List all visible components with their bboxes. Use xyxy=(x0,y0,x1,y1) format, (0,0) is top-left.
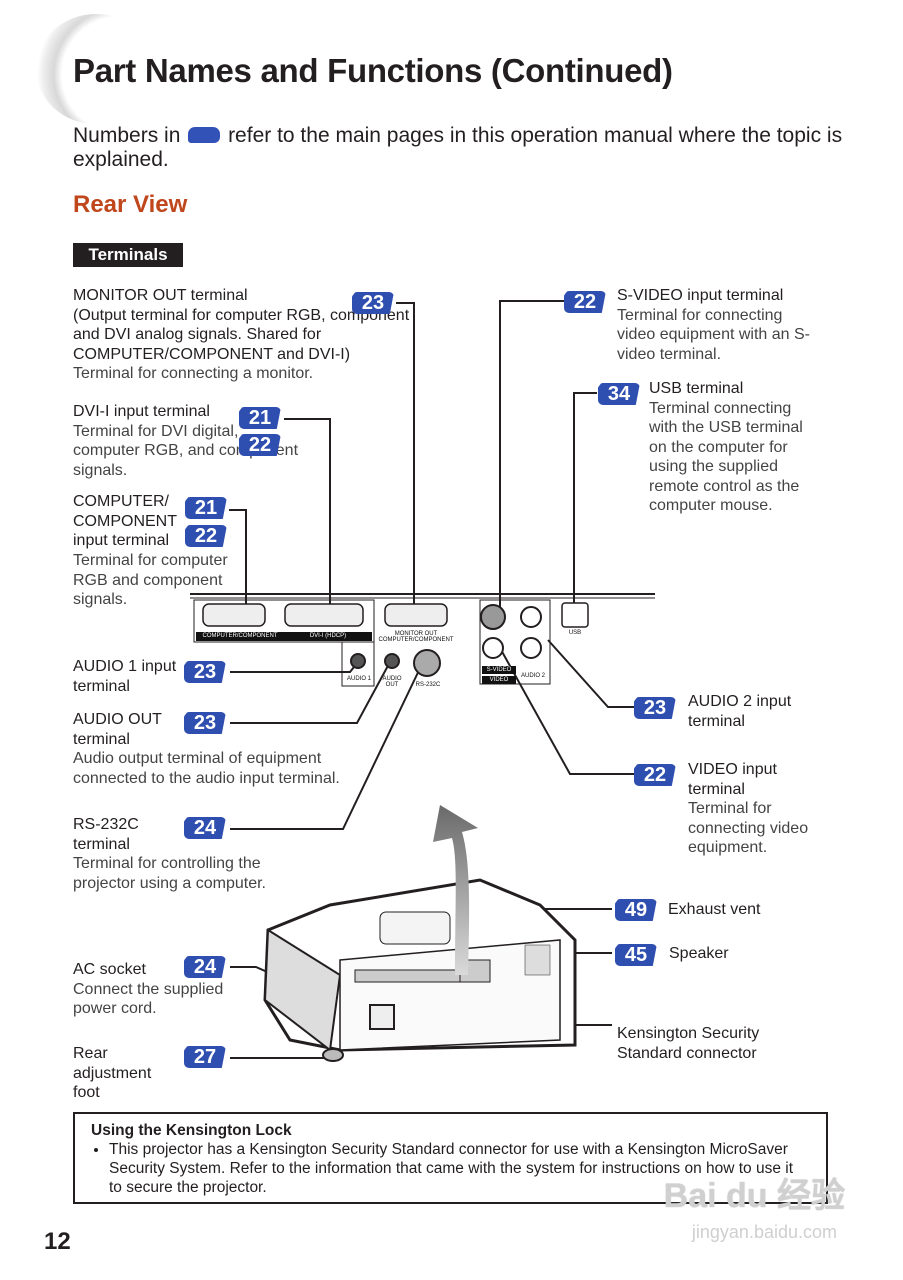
panel-label-audio2: AUDIO 2 xyxy=(520,673,545,679)
callout-name: MONITOR OUT terminal xyxy=(73,287,248,304)
callout-name: COMPUTER/ COMPONENT input terminal xyxy=(73,493,177,549)
leader-monitor-out xyxy=(396,302,415,610)
callout-rs232c: RS-232C terminal Terminal for controllin… xyxy=(73,815,293,893)
callout-desc: Connect the supplied power cord. xyxy=(73,980,224,1018)
callout-exhaust: Exhaust vent xyxy=(668,901,761,918)
intro-after: refer to the main pages in this operatio… xyxy=(73,124,843,171)
callout-audio1: AUDIO 1 input terminal xyxy=(73,658,177,695)
page-ref-badge[interactable]: 23 xyxy=(352,292,394,314)
panel-label-video: VIDEO xyxy=(489,677,509,683)
page-ref-badge[interactable]: 49 xyxy=(615,899,657,921)
page-badge-icon xyxy=(188,127,221,143)
page-ref-badge[interactable]: 23 xyxy=(634,697,676,719)
page-number: 12 xyxy=(44,1228,71,1255)
leader-computer xyxy=(229,509,247,610)
projector-illustration xyxy=(263,878,577,1062)
page-ref-badge[interactable]: 24 xyxy=(184,817,226,839)
panel-label-usb: USB xyxy=(568,630,582,636)
callout-s-video: S-VIDEO input terminal Terminal for conn… xyxy=(617,286,817,364)
page-ref-badge[interactable]: 45 xyxy=(615,944,657,966)
note-bullet: This projector has a Kensington Security… xyxy=(109,1140,810,1197)
callout-desc: Audio output terminal of equipment conne… xyxy=(73,750,340,787)
page-ref-badge[interactable]: 22 xyxy=(634,764,676,786)
watermark-url: jingyan.baidu.com xyxy=(691,1222,837,1242)
section-heading: Rear View xyxy=(73,191,188,218)
leader-dvi xyxy=(284,418,331,610)
leader-s-video xyxy=(499,300,565,610)
callout-extra: (Output terminal for computer RGB, compo… xyxy=(73,306,410,363)
callout-audio-out: AUDIO OUT terminal Audio output terminal… xyxy=(73,710,343,788)
note-heading: Using the Kensington Lock xyxy=(91,1122,292,1139)
callout-name: DVI-I input terminal xyxy=(73,403,210,420)
page-ref-badge[interactable]: 23 xyxy=(184,661,226,683)
callout-desc: Terminal for controlling the projector u… xyxy=(73,855,266,892)
callout-video: VIDEO input terminal Terminal for connec… xyxy=(688,760,828,858)
callout-kensington: Kensington Security Standard connector xyxy=(617,1025,760,1062)
page-title: Part Names and Functions (Continued) xyxy=(73,52,673,89)
page-ref-badge[interactable]: 22 xyxy=(564,291,606,313)
leader-usb xyxy=(573,392,597,610)
rotate-arrow-icon xyxy=(433,805,478,975)
panel-label-audio-out: AUDIO OUT xyxy=(382,676,402,688)
callout-speaker: Speaker xyxy=(669,945,729,962)
callout-name: RS-232C terminal xyxy=(73,816,139,853)
watermark-logo: Bai du 经验 xyxy=(663,1177,845,1215)
page-ref-badge[interactable]: 34 xyxy=(598,383,640,405)
callout-desc: Terminal for computer RGB and component … xyxy=(73,552,228,608)
leader-audio-out xyxy=(230,661,391,724)
callout-desc: Terminal for connecting video equipment. xyxy=(688,800,809,856)
panel-label-audio1: AUDIO 1 xyxy=(346,676,371,682)
intro-before: Numbers in xyxy=(73,124,181,147)
page-ref-badge[interactable]: 21 xyxy=(239,407,281,429)
page-ref-badge[interactable]: 23 xyxy=(184,712,226,734)
callout-name: VIDEO input terminal xyxy=(688,761,777,798)
callout-name: S-VIDEO input terminal xyxy=(617,287,784,304)
page-ref-badge[interactable]: 22 xyxy=(185,525,227,547)
callout-name: AC socket xyxy=(73,961,146,978)
leader-video xyxy=(499,647,634,775)
panel-label-computer: COMPUTER/COMPONENT xyxy=(196,633,284,639)
panel-label-rs232c: RS-232C xyxy=(415,682,441,688)
callout-monitor-out: MONITOR OUT terminal (Output terminal fo… xyxy=(73,286,413,384)
page-ref-badge[interactable]: 22 xyxy=(239,434,281,456)
panel-label-dvi: DVI-I (HDCP) xyxy=(284,633,372,639)
panel-label-monitor-out: MONITOR OUT COMPUTER/COMPONENT xyxy=(378,631,454,643)
intro-text: Numbers in refer to the main pages in th… xyxy=(73,124,853,172)
callout-usb: USB terminal Terminal connecting with th… xyxy=(649,379,824,516)
kensington-note-box: Using the Kensington Lock This projector… xyxy=(73,1112,828,1204)
callout-desc: Terminal for connecting a monitor. xyxy=(73,365,314,382)
decorative-swoosh xyxy=(36,14,156,124)
page-ref-badge[interactable]: 27 xyxy=(184,1046,226,1068)
callout-name: AUDIO OUT terminal xyxy=(73,711,162,748)
leader-audio2 xyxy=(547,639,634,708)
callout-audio2: AUDIO 2 input terminal xyxy=(688,693,792,730)
leader-audio1 xyxy=(230,661,359,673)
callout-rear-foot: Rear adjustment foot xyxy=(73,1045,152,1101)
callout-ac-socket: AC socket Connect the supplied power cor… xyxy=(73,960,253,1019)
panel-label-s-video: S-VIDEO xyxy=(486,667,512,673)
page-ref-badge[interactable]: 21 xyxy=(185,497,227,519)
callout-name: USB terminal xyxy=(649,380,744,397)
callout-computer-component: COMPUTER/ COMPONENT input terminal xyxy=(73,492,181,551)
callout-desc: Terminal for connecting video equipment … xyxy=(617,306,810,363)
callout-desc: Terminal connecting with the USB termina… xyxy=(649,399,803,515)
page-ref-badge[interactable]: 24 xyxy=(184,956,226,978)
subsection-label: Terminals xyxy=(73,243,183,267)
leader-rs232 xyxy=(230,661,424,830)
